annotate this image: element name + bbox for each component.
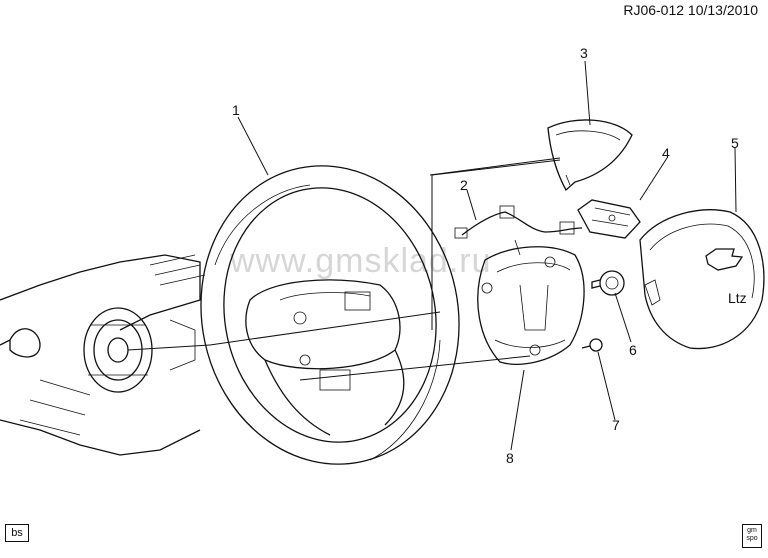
- airbag-module: Ltz: [639, 209, 765, 350]
- callout-4: 4: [662, 145, 670, 161]
- steering-column: [0, 254, 206, 456]
- svg-text:Ltz: Ltz: [728, 290, 747, 306]
- gm-spo-logo: gm spo: [742, 524, 762, 548]
- callout-6: 6: [629, 342, 637, 358]
- diagram-header: RJ06-012 10/13/2010: [623, 2, 758, 18]
- clock-spring: [83, 307, 211, 393]
- diagram-code: RJ06-012: [623, 2, 685, 18]
- callout-8: 8: [506, 450, 514, 466]
- callout-2: 2: [460, 177, 468, 193]
- bs-badge: bs: [5, 524, 29, 542]
- callout-5: 5: [731, 135, 739, 151]
- wiring-harness: [454, 205, 583, 256]
- control-switch: [577, 199, 641, 239]
- screw-7: [581, 338, 603, 352]
- diagram-date: 10/13/2010: [687, 2, 758, 18]
- callout-7: 7: [612, 417, 620, 433]
- steering-wheel: [200, 165, 460, 465]
- bolt-6: [591, 270, 625, 296]
- callout-1: 1: [232, 102, 240, 118]
- paddle-cover: [547, 119, 633, 192]
- rear-trim-cover: [477, 246, 585, 365]
- callout-3: 3: [580, 45, 588, 61]
